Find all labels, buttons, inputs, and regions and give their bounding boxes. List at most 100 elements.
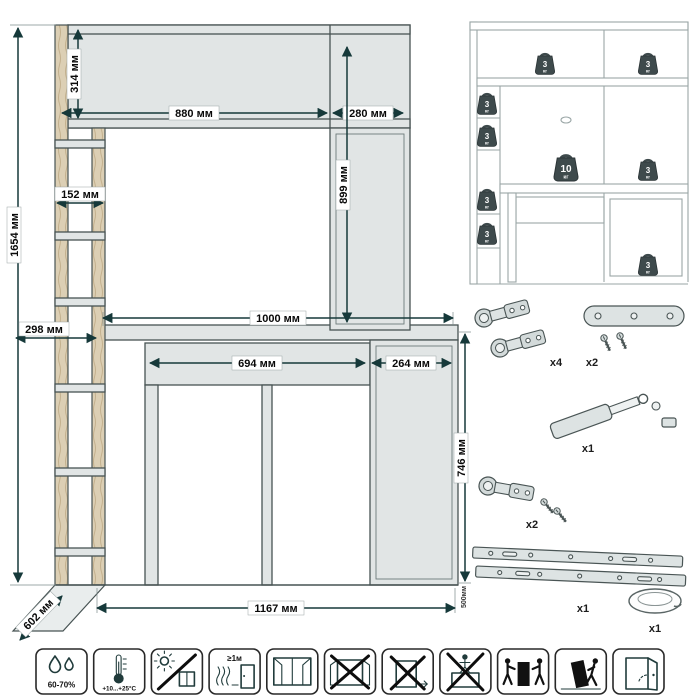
dim-desktop-width: 1000 мм [101,310,455,326]
slide-length-label: 500мм [461,586,468,608]
weight-value: 3 [485,132,490,141]
weight-unit: кг [646,69,650,74]
ld-drawer [515,196,605,224]
person-icon [592,658,598,664]
dim-label-shelf-width: 152 мм [61,189,99,201]
dim-drawer-width: 694 мм [148,355,367,371]
weight-pedestal: 3 кг [637,253,659,277]
weight-shelf-2: 3 кг [476,124,498,148]
cabinet-icon [517,662,530,686]
hinge-icon [488,326,548,360]
sun-rays [153,650,175,672]
weight-unit: кг [485,109,489,114]
weight-value: 3 [646,261,651,270]
hinge-pair-qty: x2 [526,519,538,531]
slide-rail-icon [472,546,684,568]
dim-shelf-depth: 298 мм [14,321,98,344]
ld-left-panel [469,21,478,285]
ld-hutch-bottom [476,77,689,87]
wall-unit [67,24,411,331]
right-column-door [335,133,405,325]
dim-upper-right-height: 899 мм [335,45,353,324]
gas-lift-icon [549,403,613,439]
dim-label-pedestal-width: 264 мм [392,358,430,370]
weight-unit: кг [485,205,489,210]
dim-total-width: 1167 мм [95,600,457,616]
dim-label-desktop-width: 1000 мм [256,313,300,325]
water-drop-icon [48,655,62,674]
open-door-icon [647,657,658,691]
care-icon-no-climbing [439,648,492,695]
dim-label-hutch-right-width: 280 мм [349,108,387,120]
shelf [54,139,106,149]
screw-icon [551,505,570,525]
dim-label-drawer-width: 694 мм [238,358,276,370]
dim-hutch-height: 314 мм [66,28,84,120]
care-icon-move-with-two [496,648,550,695]
shelf [54,547,106,557]
screw-icon [614,330,630,352]
weight-value: 3 [646,166,651,175]
hinge-icon [476,474,536,504]
hutch-bottom-slab [67,118,411,129]
ld-pedestal-door [609,198,683,277]
slide-rail-icon [475,565,687,587]
drawer-slides-item: 500мм x1 [461,546,687,615]
side-shelf-column [54,24,106,586]
pedestal [369,339,459,586]
screw-icon [598,332,614,354]
desk-left-leg [144,384,159,586]
heat-wave-icon [216,666,221,686]
person-icon [462,654,468,660]
cabinet-icon [625,657,649,690]
cabinet-icon [395,660,418,688]
dim-pedestal-width: 264 мм [370,355,453,371]
right-column [329,127,411,331]
damper-item: x2 [583,305,685,369]
weight-hutch-left: 3 кг [534,52,556,76]
shelf [54,297,106,307]
care-icon-temperature: +10...+25°C [92,648,146,695]
person-icon [504,658,511,664]
ld-left-leg [507,192,517,283]
weight-unit: кг [646,270,650,275]
dim-label-hutch-height: 314 мм [69,55,81,93]
dim-desk-height: 746 мм [453,332,471,583]
ld-hutch-top [469,21,689,31]
weight-unit: кг [563,175,569,181]
distance-value: ≥1м [227,654,242,663]
weight-value: 3 [485,100,490,109]
load-diagram: 3 кг 3 кг 3 кг 3 кг 3 кг 3 кг [469,21,689,285]
bowl-item: x1 [628,588,682,635]
weight-shelf-3: 3 кг [476,188,498,212]
humidity-value: 60-70% [48,681,76,690]
slides-qty: x1 [577,603,589,615]
dim-label-hutch-left-width: 880 мм [175,108,213,120]
weight-unit: кг [543,69,547,74]
shelf [54,467,106,477]
weight-shelf-1: 3 кг [476,92,498,116]
tilted-cabinet-icon [570,660,589,689]
hardware-section: x4 x2 x1 [461,296,687,635]
dim-label-desk-height: 746 мм [456,439,468,477]
dim-label-upper-right-height: 899 мм [338,166,350,204]
pedestal-door [375,345,453,580]
hutch-top-slab [67,24,411,35]
gas-lift-item: x1 [549,393,677,455]
care-icon-open-doors-gently [612,648,665,695]
weight-desktop-10kg: 10 кг [552,154,580,183]
weight-unit: кг [485,239,489,244]
weight-hutch-right: 3 кг [637,52,659,76]
cabinet-open-doors-icon [336,659,364,686]
fitting-icon [651,401,661,411]
weight-right-shelf: 3 кг [637,158,659,182]
ld-desktop [499,183,689,194]
fitting-icon [661,417,677,428]
weight-unit: кг [485,141,489,146]
dim-total-height: 1654 мм [6,26,24,584]
hinges-item: x4 [472,296,563,369]
care-icon-no-load-open-doors [323,648,377,695]
dim-label-total-width: 1167 мм [254,603,297,615]
